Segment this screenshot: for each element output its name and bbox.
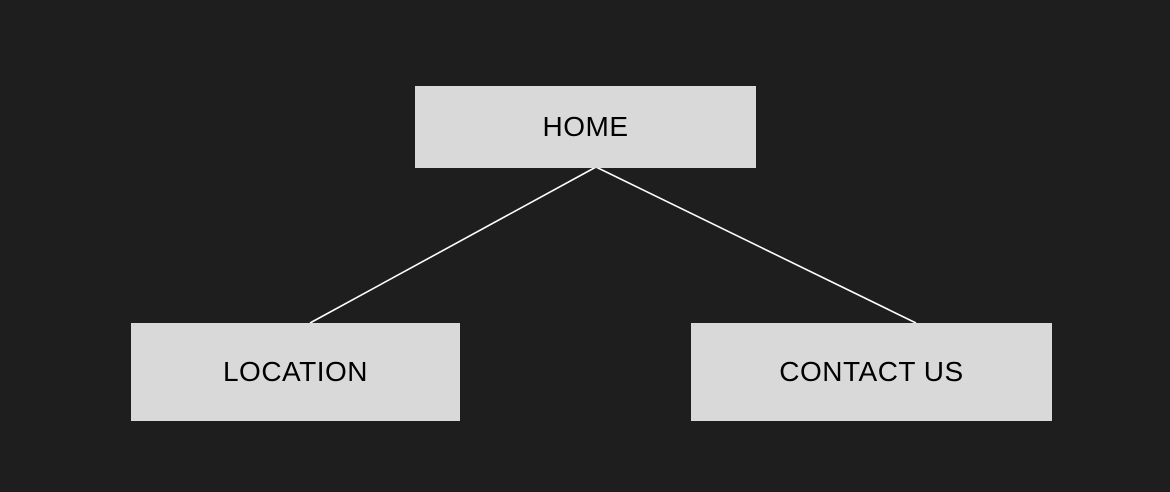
home-node[interactable]: HOME — [415, 86, 756, 168]
connector-home-location — [309, 166, 597, 324]
connector-home-contact — [595, 166, 917, 324]
contact-us-node-label: CONTACT US — [779, 356, 964, 387]
location-node-label: LOCATION — [222, 356, 369, 387]
location-node[interactable]: LOCATION — [131, 323, 460, 421]
home-node-label: HOME — [542, 111, 629, 142]
contact-us-node[interactable]: CONTACT US — [691, 323, 1052, 421]
